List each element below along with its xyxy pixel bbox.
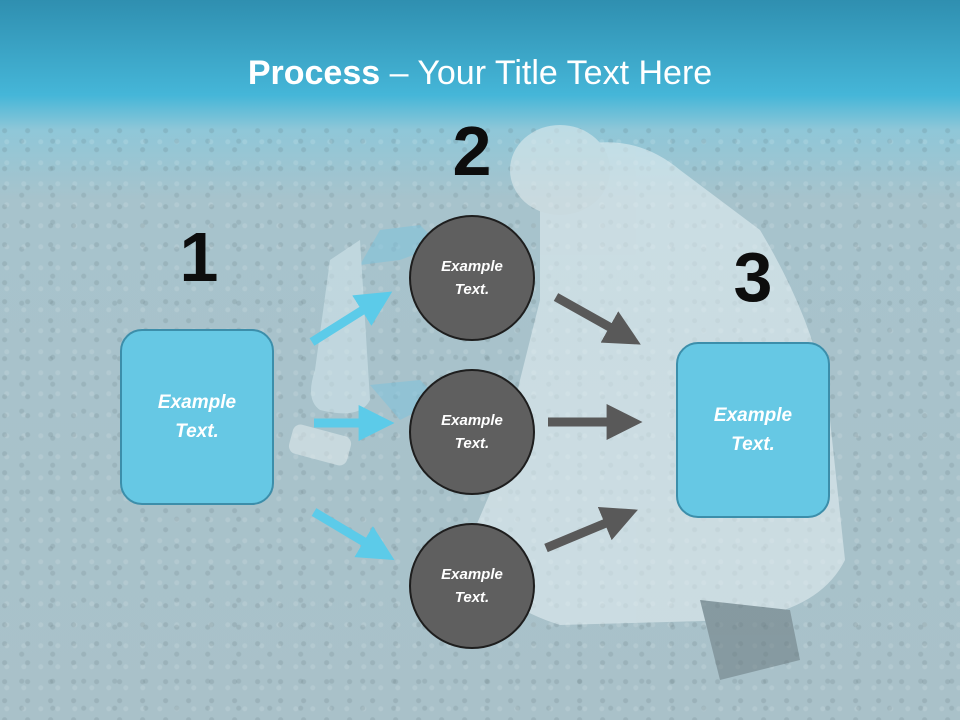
arrow-top-to-right	[553, 293, 641, 345]
circle-top: Example Text.	[409, 215, 535, 341]
left-step-text: Example Text.	[157, 392, 237, 442]
arrow-left-to-bottom	[311, 508, 395, 561]
step-number-2: 2	[452, 112, 492, 190]
left-step-box: Example Text.	[120, 329, 274, 505]
circle-middle: Example Text.	[409, 369, 535, 495]
title-rest: – Your Title Text Here	[380, 54, 713, 92]
step-number-3: 3	[733, 238, 773, 316]
right-step-text: Example Text.	[713, 405, 793, 455]
circle-top-text: Example Text.	[441, 258, 503, 298]
right-step-box: Example Text.	[676, 342, 830, 518]
circle-bottom: Example Text.	[409, 523, 535, 649]
slide-title: Process – Your Title Text Here	[0, 54, 960, 93]
step-number-1: 1	[179, 218, 219, 296]
arrow-left-to-top	[309, 291, 393, 346]
circle-middle-text: Example Text.	[441, 412, 503, 452]
title-bold: Process	[247, 54, 381, 92]
circle-bottom-text: Example Text.	[441, 566, 503, 606]
arrow-bottom-to-right	[544, 506, 638, 553]
